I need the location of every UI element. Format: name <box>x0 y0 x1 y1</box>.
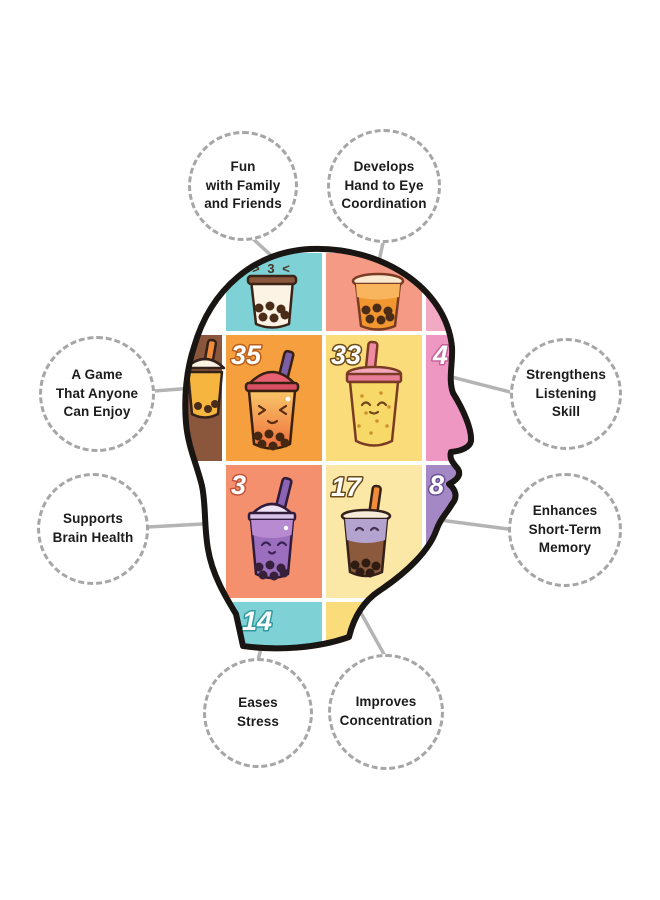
benefit-label: Fun with Family and Friends <box>204 159 282 212</box>
benefit-label: Strengthens Listening Skill <box>526 367 606 420</box>
benefit-badge-memory: Enhances Short-Term Memory <box>508 473 622 587</box>
tile-number: 8 <box>429 470 444 500</box>
boba-cup-coffee <box>340 484 392 578</box>
tile-number: 4 <box>432 340 448 370</box>
benefit-label: A Game That Anyone Can Enjoy <box>55 367 139 420</box>
tile-number: 3 <box>231 470 246 500</box>
head-outline <box>182 245 475 652</box>
benefit-badge-hand-eye: Develops Hand to Eye Coordination <box>327 129 441 243</box>
bingo-grid: > 3 < <box>185 248 472 649</box>
tile-number: 35 <box>231 340 262 370</box>
connector-line <box>430 517 510 531</box>
benefit-label: Enhances Short-Term Memory <box>528 503 602 556</box>
kawaii-face: > 3 < <box>252 261 292 276</box>
benefit-label: Improves Concentration <box>339 694 433 728</box>
bingo-tile <box>426 253 472 331</box>
benefit-badge-stress: Eases Stress <box>203 658 313 768</box>
benefit-badge-anyone: A Game That Anyone Can Enjoy <box>39 336 155 452</box>
boba-cup-passionfruit <box>345 340 403 447</box>
benefit-label: Eases Stress <box>237 695 279 729</box>
boba-cup-sunset <box>244 349 300 451</box>
boba-cup-milk: > 3 < <box>246 261 298 329</box>
boba-cup-orange <box>351 272 405 331</box>
tile-number: 33 <box>331 340 361 370</box>
benefit-badge-fun: Fun with Family and Friends <box>188 131 298 241</box>
boba-cup-taro <box>247 476 297 581</box>
benefit-label: Supports Brain Health <box>52 511 134 545</box>
benefit-label: Develops Hand to Eye Coordination <box>341 159 427 212</box>
benefit-badge-listening: Strengthens Listening Skill <box>510 338 622 450</box>
tile-number: 14 <box>242 606 272 636</box>
tile-number: 17 <box>331 472 363 502</box>
benefit-badge-brain-health: Supports Brain Health <box>37 473 149 585</box>
benefit-badge-concentration: Improves Concentration <box>328 654 444 770</box>
